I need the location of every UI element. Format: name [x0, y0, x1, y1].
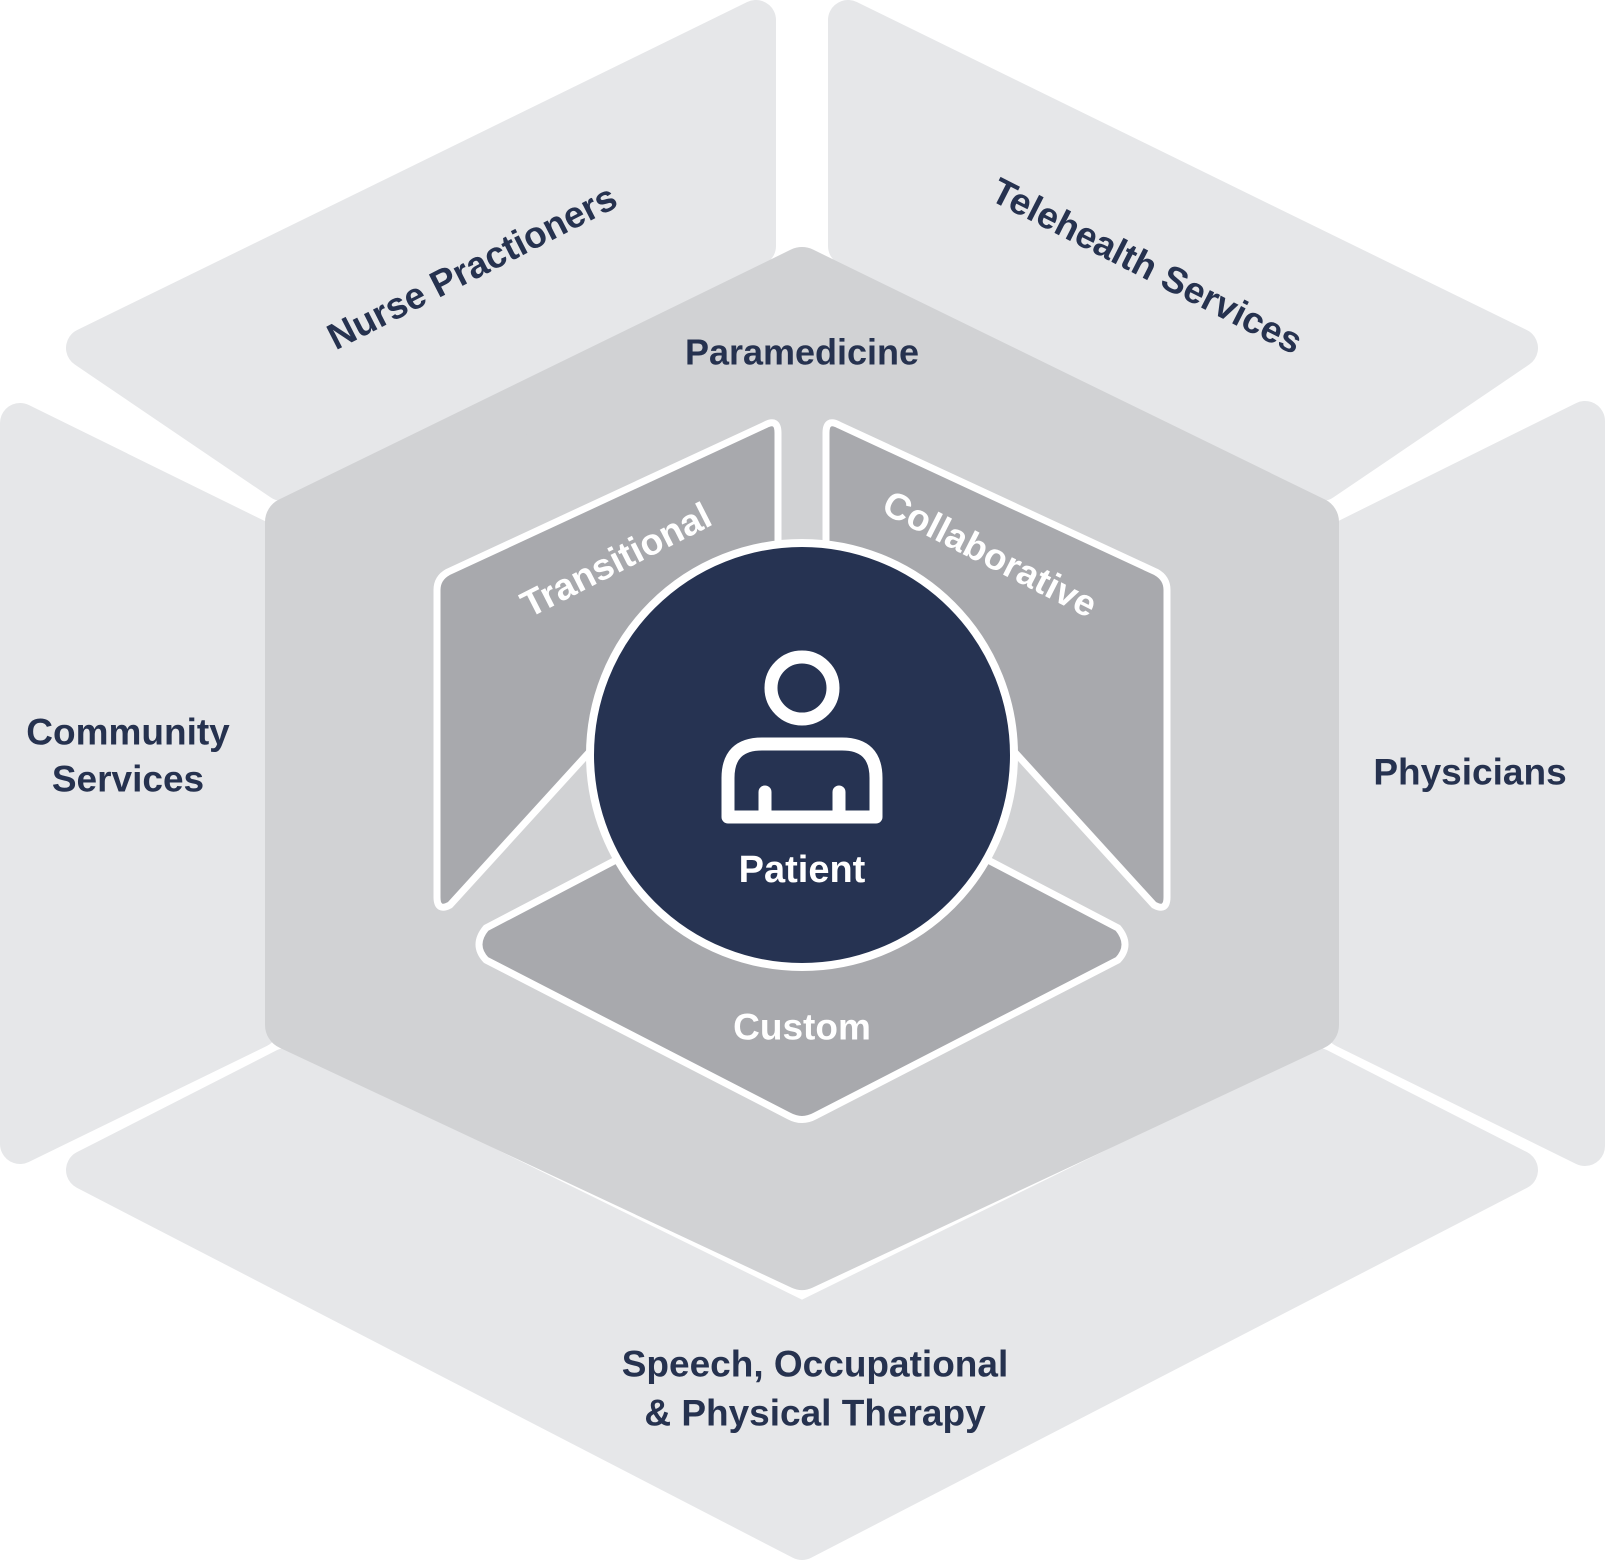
- inner-panel-custom: [475, 856, 1129, 1123]
- outer-segment-physicians: [1325, 401, 1605, 1166]
- outer-segment-nurse-practitioners: [66, 0, 776, 501]
- label-custom: Custom: [733, 1007, 871, 1048]
- outer-segment-therapy: [66, 1048, 1538, 1560]
- label-therapy-line1: Speech, Occupational: [622, 1344, 1009, 1385]
- person-icon: [721, 650, 883, 824]
- patient-circle: [586, 539, 1018, 971]
- label-therapy-line2: & Physical Therapy: [644, 1393, 986, 1434]
- outer-segment-telehealth: [828, 0, 1538, 501]
- label-community-line2: Services: [52, 759, 204, 800]
- label-paramedicine: Paramedicine: [685, 332, 919, 373]
- label-physicians: Physicians: [1373, 752, 1566, 793]
- label-patient: Patient: [739, 849, 866, 891]
- outer-segment-community: [0, 403, 278, 1164]
- label-community-line1: Community: [26, 712, 230, 753]
